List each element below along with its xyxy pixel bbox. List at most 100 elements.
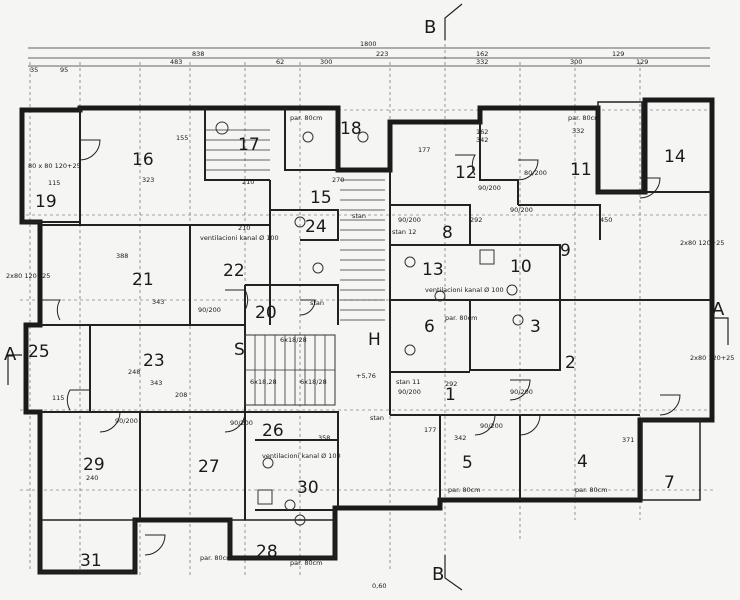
- stan-label-c: stan 11: [396, 378, 420, 386]
- stan-label-a: stan: [310, 299, 324, 307]
- dim-23a: 248: [128, 368, 140, 376]
- dim-top-total: 1800: [360, 40, 377, 48]
- dim-12a: 162: [476, 128, 488, 136]
- par80-label-g: par. 80cm: [290, 559, 323, 567]
- room-26-label: 26: [262, 421, 284, 441]
- section-b-top: B: [424, 17, 436, 38]
- level-label: +5,76: [356, 372, 376, 380]
- dim-21b: 343: [152, 298, 164, 306]
- window-label-c: 2x80 120+25: [6, 272, 50, 280]
- room-24-label: 24: [305, 217, 327, 237]
- dim-top-b: 223: [376, 50, 388, 58]
- room-30-label: 30: [297, 478, 319, 498]
- window-label-d: 80 x 80 120+25: [28, 162, 81, 170]
- par80-label-b: par. 80cm: [568, 114, 601, 122]
- par80-label-f: par. 80cm: [445, 314, 478, 322]
- dim-23c: 208: [175, 391, 187, 399]
- top-dimension-chain: 1800 838 223 162 129 483 62 300 332 300 …: [28, 40, 710, 74]
- dim-17: 210: [238, 224, 250, 232]
- balconies: [39, 101, 701, 573]
- sanitary-fixtures: [215, 121, 524, 526]
- room-28-label: 28: [256, 542, 278, 562]
- section-a-right: A: [712, 299, 725, 320]
- room-s-label: S: [234, 340, 245, 360]
- stair-label-3: 6x18/28: [300, 378, 327, 386]
- dim-29: 240: [86, 474, 98, 482]
- room-6-label: 6: [424, 317, 435, 337]
- room-20-label: 20: [255, 303, 277, 323]
- room-4-label: 4: [577, 452, 588, 472]
- dim-16b: 155: [176, 134, 188, 142]
- room-27-label: 27: [198, 457, 220, 477]
- door-label-g: 90/200: [510, 206, 533, 214]
- room-9-label: 9: [560, 241, 571, 261]
- dim-5a: 177: [424, 426, 436, 434]
- room-29-label: 29: [83, 455, 105, 475]
- dim-top-i: 300: [570, 58, 582, 66]
- dim-23b: 343: [150, 379, 162, 387]
- room-5-label: 5: [462, 453, 473, 473]
- room-h-label: H: [368, 330, 381, 350]
- room-13-label: 13: [422, 260, 444, 280]
- room-25-label: 25: [28, 342, 50, 362]
- interior-dimensions: 323 155 210 270 388 343 248 343 208 162 …: [48, 127, 634, 482]
- dim-top-a: 838: [192, 50, 204, 58]
- room-21-label: 21: [132, 270, 154, 290]
- room-19-label: 19: [35, 192, 57, 212]
- dim-5b: 342: [454, 434, 466, 442]
- room-3-label: 3: [530, 317, 541, 337]
- par80-label-e: par. 80cm: [575, 486, 608, 494]
- dim-21a: 388: [116, 252, 128, 260]
- dim-top-d: 129: [612, 50, 624, 58]
- door-label-i: 80/200: [524, 169, 547, 177]
- room-labels: 1 2 3 4 5 6 7 8 9 10 11 12 13 14 15 16 1…: [28, 119, 686, 571]
- dim-16c: 210: [242, 178, 254, 186]
- dim-top-f: 62: [276, 58, 284, 66]
- door-label-h: 90/200: [478, 184, 501, 192]
- dim-top-e: 483: [170, 58, 182, 66]
- room-12-label: 12: [455, 163, 477, 183]
- dim-12c: 177: [418, 146, 430, 154]
- stan-label-d: stan 12: [392, 228, 416, 236]
- room-23-label: 23: [143, 351, 165, 371]
- dim-4: 371: [622, 436, 634, 444]
- room-14-label: 14: [664, 147, 686, 167]
- exterior-walls: [19, 97, 715, 575]
- room-10-label: 10: [510, 257, 532, 277]
- par80-label-a: par. 80cm: [290, 114, 323, 122]
- room-31-label: 31: [80, 551, 102, 571]
- par80-label-d: par. 80cm: [448, 486, 481, 494]
- dim-top-g: 300: [320, 58, 332, 66]
- door-label-d: 90/200: [115, 417, 138, 425]
- door-label-f: 90/200: [398, 216, 421, 224]
- room-22-label: 22: [223, 261, 245, 281]
- room-15-label: 15: [310, 188, 332, 208]
- dim-15: 270: [332, 176, 344, 184]
- room-18-label: 18: [340, 119, 362, 139]
- room-2-label: 2: [565, 353, 576, 373]
- stan-label-b: stan: [352, 212, 366, 220]
- dim-12b: 342: [476, 136, 488, 144]
- stan-label-e: stan: [370, 414, 384, 422]
- door-swings: [40, 139, 681, 556]
- door-label-j: 90/200: [480, 422, 503, 430]
- stair-label-1: 6x18/28: [280, 336, 307, 344]
- room-1-label: 1: [445, 385, 456, 405]
- dim-1: 292: [445, 380, 457, 388]
- door-label-e: 90/200: [230, 419, 253, 427]
- room-17-label: 17: [238, 135, 260, 155]
- section-markers: B B A A: [4, 3, 729, 591]
- section-a-left: A: [4, 344, 17, 365]
- window-label-b: 2x80 120+25: [690, 354, 734, 362]
- section-b-bottom: B: [432, 564, 444, 585]
- dim-16a: 323: [142, 176, 154, 184]
- dim-11: 332: [572, 127, 584, 135]
- dim-14: 450: [600, 216, 612, 224]
- elevation-label: 0,60: [372, 582, 386, 590]
- staircase-main: [205, 129, 385, 406]
- door-label-c: 90/200: [510, 388, 533, 396]
- stair-label-2: 6x18,28: [250, 378, 277, 386]
- dim-26: 358: [318, 434, 330, 442]
- room-16-label: 16: [132, 150, 154, 170]
